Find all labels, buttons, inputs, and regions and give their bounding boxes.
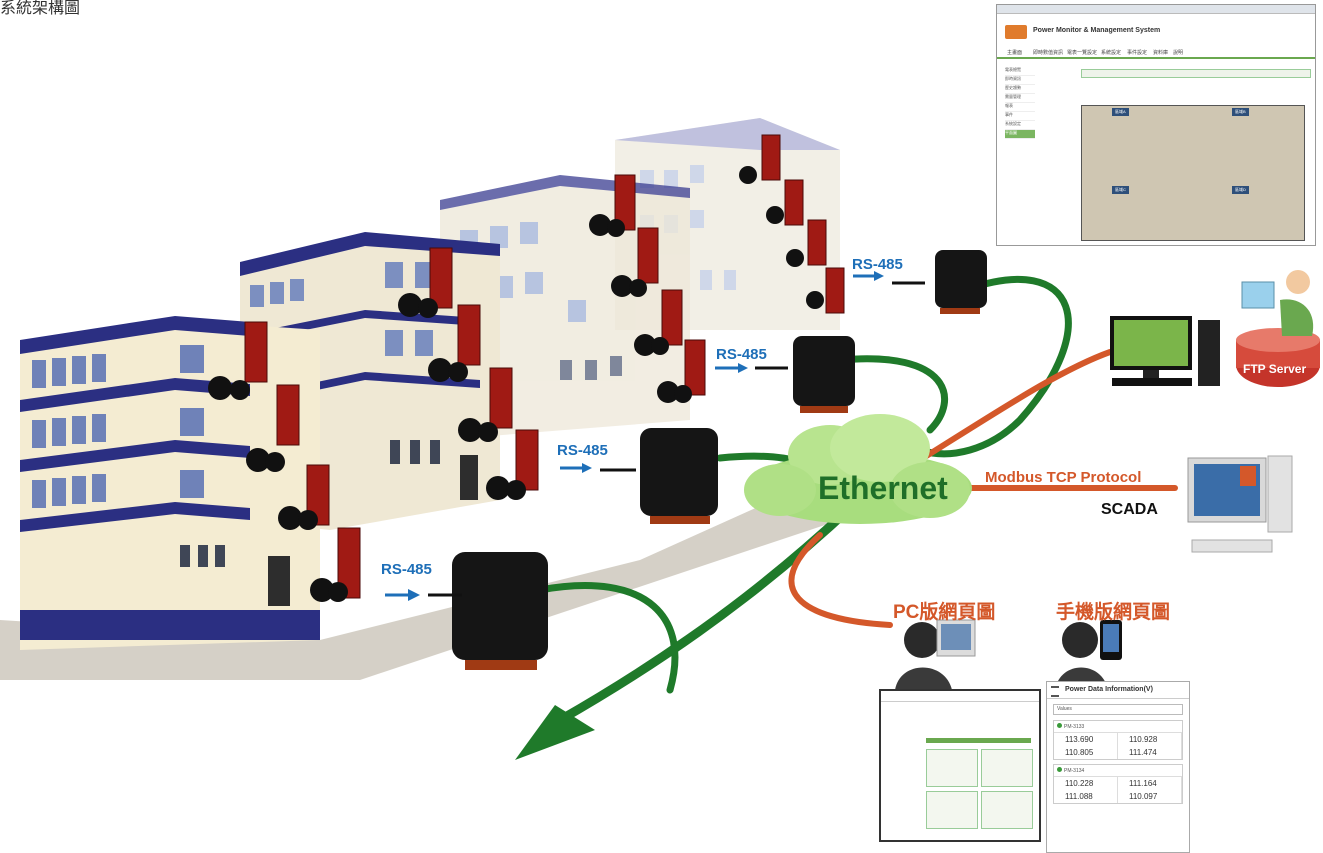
mobile-web-caption: 手機版網頁圖 bbox=[1056, 602, 1171, 623]
room-tag: 區域C bbox=[1112, 186, 1129, 194]
side-item: 電表總覽 bbox=[1005, 67, 1035, 76]
rs485-label-1: RS-485 bbox=[852, 256, 903, 273]
scada-label: SCADA bbox=[1101, 501, 1158, 518]
meter-value: 110.097 bbox=[1129, 792, 1158, 801]
room-tag: 區域D bbox=[1232, 186, 1249, 194]
street bbox=[0, 470, 840, 680]
pc-web-panel bbox=[926, 791, 978, 829]
side-item: 系統設定 bbox=[1005, 121, 1035, 130]
meter-group: PM-3133 113.690 110.928 110.805 111.474 bbox=[1053, 720, 1183, 760]
side-item: 需量管理 bbox=[1005, 94, 1035, 103]
meter-group-name: PM-3133 bbox=[1064, 724, 1085, 730]
pc-web-mockup bbox=[879, 689, 1041, 842]
header-caption: 系統架構圖 bbox=[0, 0, 81, 17]
pc-web-caption: PC版網頁圖 bbox=[893, 602, 996, 623]
room-tag: 區域B bbox=[1232, 108, 1249, 116]
ftp-server-label: FTP Server bbox=[1243, 362, 1307, 376]
ftp-server-figure bbox=[1236, 270, 1320, 387]
browser-bar bbox=[997, 5, 1315, 14]
menu-icon[interactable] bbox=[1051, 686, 1059, 697]
side-item: 事件 bbox=[1005, 112, 1035, 121]
side-item: 平面圖 bbox=[1005, 130, 1035, 139]
gateway-modules bbox=[452, 250, 987, 670]
orange-lines bbox=[788, 349, 1178, 628]
app-logo bbox=[1005, 25, 1027, 39]
meter-value: 111.088 bbox=[1065, 792, 1093, 801]
mobile-title: Power Data Information(V) bbox=[1065, 686, 1153, 693]
screenshot-tab: 說明 bbox=[1173, 50, 1184, 56]
power-meters bbox=[244, 134, 845, 599]
pc-web-green-bar bbox=[926, 738, 1031, 743]
side-item: 報表 bbox=[1005, 103, 1035, 112]
meter-group: PM-3134 110.228 111.164 111.088 110.097 bbox=[1053, 764, 1183, 804]
meter-value: 111.164 bbox=[1129, 779, 1157, 788]
ct-sensors bbox=[208, 166, 824, 602]
meter-value: 110.928 bbox=[1129, 735, 1158, 744]
app-title: Power Monitor & Management System bbox=[1033, 27, 1161, 34]
status-dot-icon bbox=[1057, 767, 1062, 772]
building-front bbox=[20, 316, 320, 650]
meter-group-name: PM-3134 bbox=[1064, 768, 1085, 774]
side-item: 歷史趨勢 bbox=[1005, 85, 1035, 94]
screenshot-tab: 即時數值資訊 bbox=[1033, 50, 1064, 56]
floor-plan-map: 區域A 區域B 區域C 區域D bbox=[1081, 105, 1305, 241]
screenshot-tab: 電表一覽設定 bbox=[1067, 50, 1098, 56]
room-tag: 區域A bbox=[1112, 108, 1129, 116]
ethernet-label: Ethernet bbox=[818, 470, 948, 506]
meter-value: 110.805 bbox=[1065, 748, 1094, 757]
pc-web-panel bbox=[981, 749, 1033, 787]
meter-value: 110.228 bbox=[1065, 779, 1094, 788]
pc-web-header bbox=[881, 691, 1039, 702]
screenshot-tab: 資料庫 bbox=[1153, 50, 1169, 56]
pc-web-panel bbox=[926, 749, 978, 787]
rs485-arrows bbox=[385, 271, 925, 601]
mobile-select[interactable]: Values bbox=[1053, 704, 1183, 715]
meter-value: 113.690 bbox=[1065, 735, 1094, 744]
pc-web-panel bbox=[981, 791, 1033, 829]
screenshot-tab: 系統設定 bbox=[1101, 50, 1122, 56]
mobile-header: Power Data Information(V) bbox=[1047, 682, 1189, 699]
ethernet-arrowhead bbox=[515, 705, 595, 760]
mobile-user-figure bbox=[1055, 620, 1122, 690]
rs485-label-3: RS-485 bbox=[557, 442, 608, 459]
scada-computer bbox=[1187, 455, 1293, 553]
screenshot-toolbar bbox=[1081, 69, 1311, 78]
ftp-workstation-monitor bbox=[1110, 316, 1220, 386]
modbus-tcp-label: Modbus TCP Protocol bbox=[985, 469, 1142, 486]
web-screenshot-panel: Power Monitor & Management System 主畫面 即時… bbox=[996, 4, 1316, 246]
meter-value: 111.474 bbox=[1129, 748, 1157, 757]
ethernet-cloud bbox=[744, 414, 972, 524]
screenshot-nav bbox=[997, 47, 1315, 59]
screenshot-tab: 主畫面 bbox=[1007, 50, 1023, 56]
screenshot-sidebar: 電表總覽 即時資訊 歷史趨勢 需量管理 報表 事件 系統設定 平面圖 bbox=[1005, 67, 1035, 139]
screenshot-tab: 事件設定 bbox=[1127, 50, 1148, 56]
mobile-web-mockup: Power Data Information(V) Values PM-3133… bbox=[1046, 681, 1190, 853]
status-dot-icon bbox=[1057, 723, 1062, 728]
side-item: 即時資訊 bbox=[1005, 76, 1035, 85]
pc-user-figure bbox=[895, 619, 976, 690]
rs485-label-4: RS-485 bbox=[381, 561, 432, 578]
rs485-label-2: RS-485 bbox=[716, 346, 767, 363]
